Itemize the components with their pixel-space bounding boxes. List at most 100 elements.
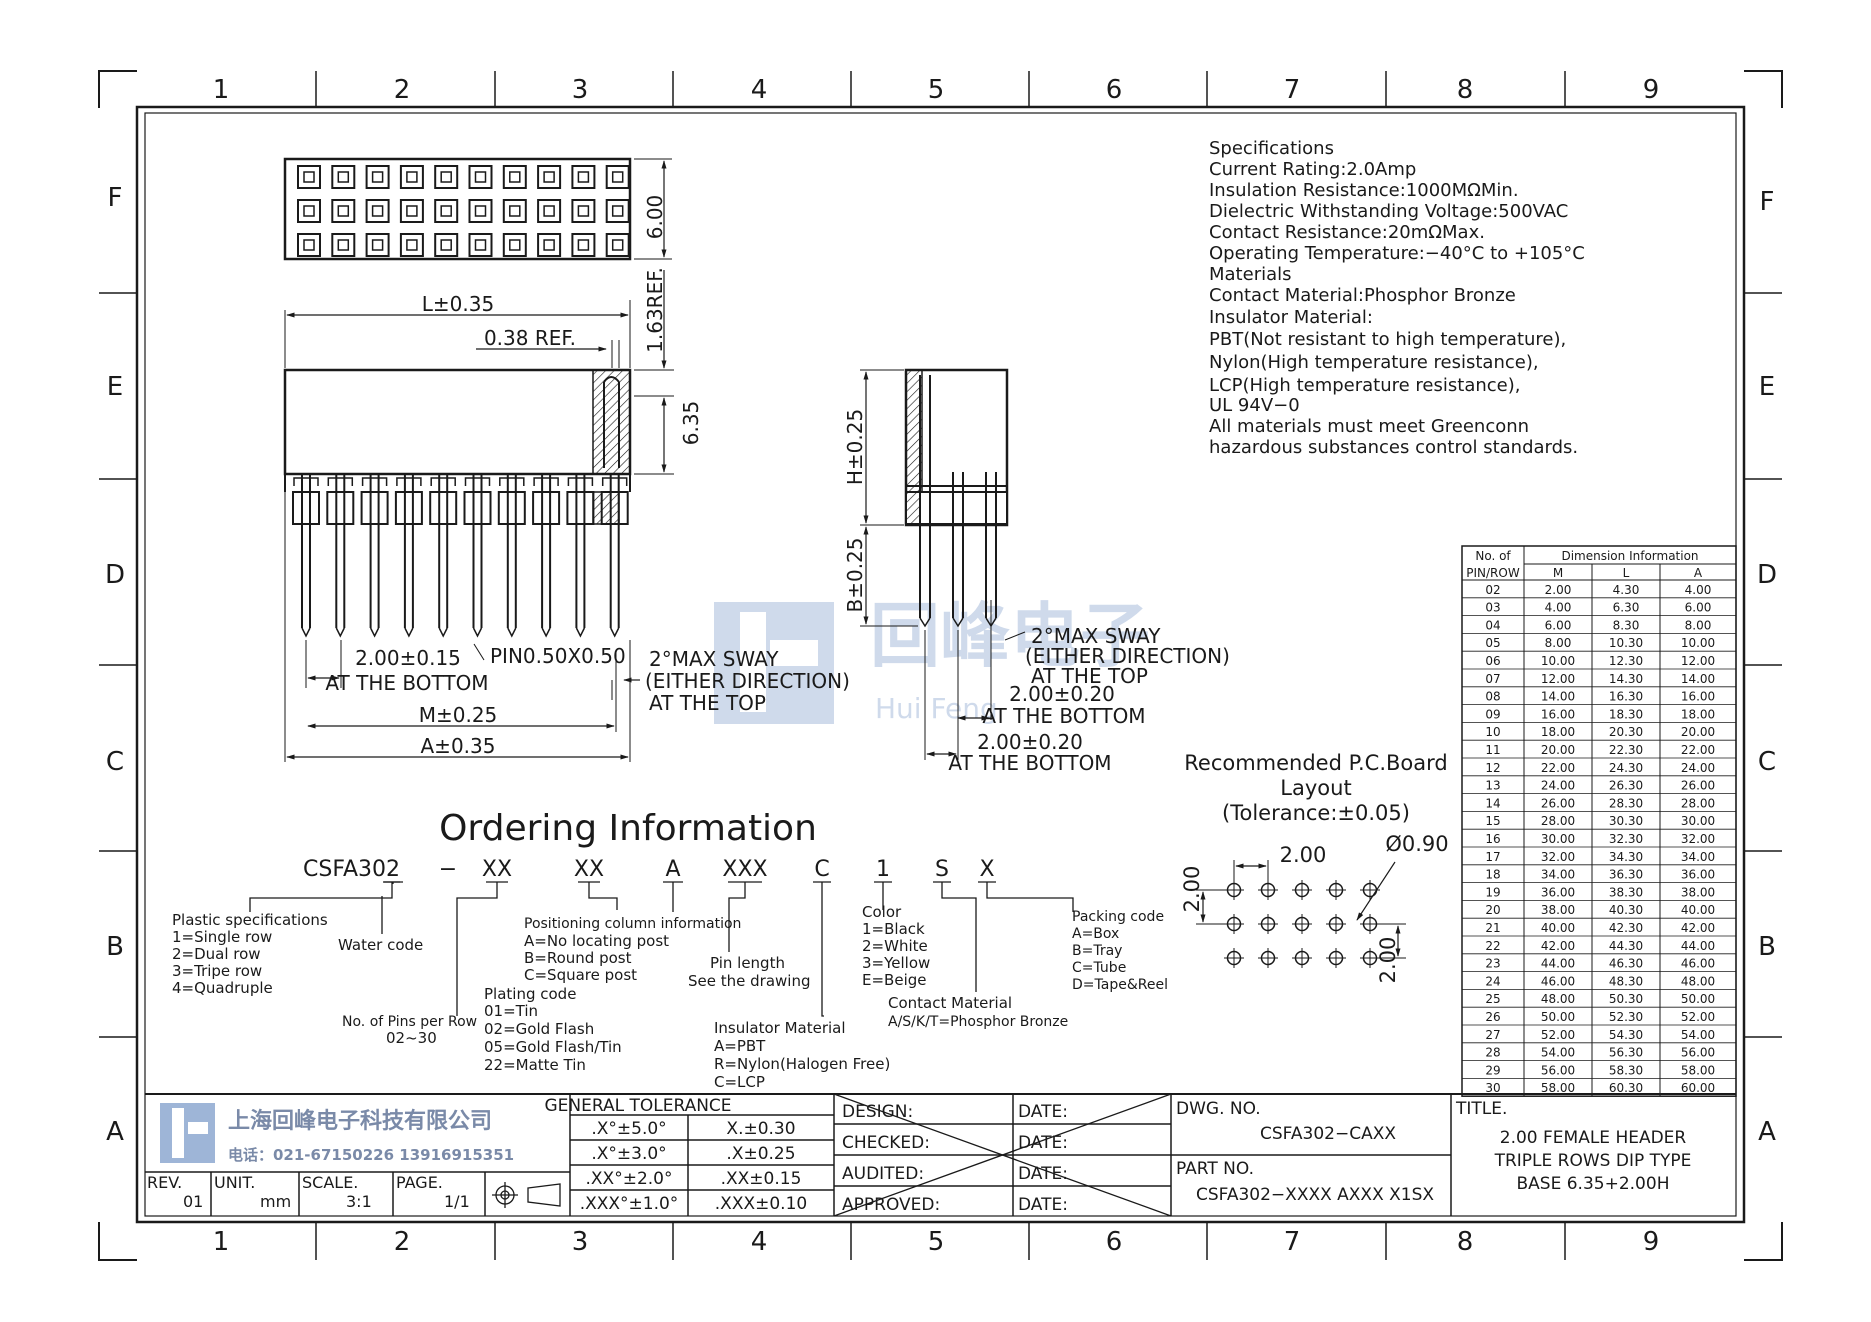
ordering-title: Ordering Information	[439, 808, 817, 849]
carrier-lip	[327, 477, 354, 486]
table-cell: 38.00	[1681, 885, 1715, 899]
table-cell: 46.00	[1681, 957, 1715, 971]
color-code-text: Color	[862, 903, 902, 921]
packing-code-text: Packing code	[1072, 909, 1164, 925]
pcb-title: (Tolerance:±0.05)	[1222, 801, 1410, 825]
pin-cavity-icon	[337, 171, 350, 183]
table-cell: 54.00	[1541, 1046, 1575, 1060]
pin-cavity-icon	[605, 233, 630, 257]
table-cell: 18.00	[1681, 707, 1715, 721]
pin-cavity-icon	[611, 205, 624, 217]
pin-cavity-icon	[303, 205, 315, 217]
top-view-outline	[283, 157, 632, 261]
table-cell: 18	[1485, 868, 1500, 882]
pin-cavity-icon	[571, 233, 596, 257]
pin-cavity-icon	[303, 171, 315, 183]
table-cell: 30	[1485, 1081, 1500, 1095]
color-code-text: E=Beige	[862, 971, 926, 989]
spec-line: Current Rating:2.0Amp	[1209, 159, 1416, 180]
table-cell: 34.00	[1681, 850, 1715, 864]
table-cell: 42.30	[1609, 921, 1643, 935]
table-cell: 12	[1485, 761, 1500, 775]
dim-163-ref: 1.63REF.	[643, 267, 667, 353]
date-label: DATE:	[1018, 1164, 1068, 1184]
plating-code-text: 01=Tin	[484, 1002, 538, 1020]
table-frame	[1461, 545, 1737, 1097]
packing-code-text: B=Tray	[1072, 943, 1122, 959]
insulator-text: A=PBT	[714, 1037, 766, 1055]
grid-col-label: 6	[1106, 75, 1123, 105]
spec-line: Contact Resistance:20mΩMax.	[1209, 222, 1485, 243]
table-cell: 22	[1485, 939, 1500, 953]
table-cell: 05	[1485, 636, 1500, 650]
pin-cavity-icon	[543, 205, 555, 217]
pin-length-text: Pin length	[710, 954, 785, 972]
dim-side-b-note: AT THE BOTTOM	[948, 751, 1111, 775]
pin-cavity-icon	[502, 199, 527, 223]
spec-line: Insulator Material:	[1209, 307, 1373, 328]
sway-note: 2°MAX SWAY	[1031, 624, 1161, 648]
date-label: DATE:	[1018, 1102, 1068, 1122]
plastic-spec-text: Plastic specifications	[172, 911, 328, 929]
pin-cavity-icon	[577, 205, 590, 217]
table-cell: 50.30	[1609, 992, 1643, 1006]
pins-per-row-text: No. of Pins per Row	[342, 1014, 477, 1030]
scale-value: 3:1	[346, 1192, 372, 1211]
table-cell: 16.00	[1541, 707, 1575, 721]
approval-approved: APPROVED:	[842, 1195, 940, 1215]
grid-col-label: 7	[1284, 75, 1301, 105]
table-cell: 22.30	[1609, 743, 1643, 757]
table-cell: 6.00	[1545, 618, 1572, 632]
table-cell: 26.00	[1541, 796, 1575, 810]
grid-row-label: B	[1758, 932, 1776, 962]
table-cell: 50.00	[1541, 1010, 1575, 1024]
table-cell: 36.30	[1609, 868, 1643, 882]
table-cell: 32.00	[1541, 850, 1575, 864]
table-cell: 34.30	[1609, 850, 1643, 864]
pin-cavity-icon	[297, 233, 321, 257]
color-code-text: 1=Black	[862, 920, 925, 938]
table-cell: 36.00	[1541, 885, 1575, 899]
pin-cavity-icon	[365, 199, 390, 223]
carrier-lip	[361, 477, 388, 486]
dim-pitch: 2.00±0.15	[355, 646, 461, 670]
tolerance-angle: .X°±5.0°	[591, 1119, 666, 1139]
table-cell: 52.00	[1681, 1010, 1715, 1024]
pin-cavity-icon	[502, 233, 527, 257]
table-cell: 13	[1485, 779, 1500, 793]
water-code-text: Water code	[338, 936, 423, 954]
table-cell: 26.30	[1609, 779, 1643, 793]
date-label: DATE:	[1018, 1133, 1068, 1153]
table-cell: 8.00	[1545, 636, 1572, 650]
approval-checked: CHECKED:	[842, 1133, 930, 1153]
table-cell: 6.30	[1613, 601, 1640, 615]
carrier-block	[532, 491, 561, 525]
pin-cavity-icon	[571, 199, 596, 223]
code-part: XXX	[722, 857, 767, 882]
dim-A: A±0.35	[421, 734, 496, 758]
table-cell: 38.00	[1541, 903, 1575, 917]
table-cell: 11	[1485, 743, 1500, 757]
pin-tip	[301, 627, 311, 638]
code-part: X	[979, 857, 994, 882]
table-cell: 25	[1485, 992, 1500, 1006]
table-cell: 46.30	[1609, 957, 1643, 971]
insulator-text: Insulator Material	[714, 1019, 846, 1037]
pin-cavity-icon	[406, 171, 418, 183]
pin-cavity-icon	[577, 171, 590, 183]
pin-cavity-icon	[331, 165, 356, 189]
pin-cavity-icon	[611, 171, 624, 183]
pin-cavity-icon	[543, 171, 555, 183]
pin-cavity-icon	[371, 205, 384, 217]
spec-line: Insulation Resistance:1000MΩMin.	[1209, 180, 1519, 201]
pin-cavity-icon	[509, 239, 521, 251]
table-cell: 52.30	[1609, 1010, 1643, 1024]
grid-col-label: 8	[1457, 1227, 1474, 1257]
grid-row-label: C	[106, 747, 124, 777]
grid-row-label: F	[108, 183, 123, 213]
table-column-header: L	[1623, 566, 1630, 580]
insulator-text: C=LCP	[714, 1073, 765, 1091]
grid-col-label: 9	[1643, 1227, 1660, 1257]
table-header: PIN/ROW	[1466, 566, 1520, 580]
table-cell: 32.00	[1681, 832, 1715, 846]
